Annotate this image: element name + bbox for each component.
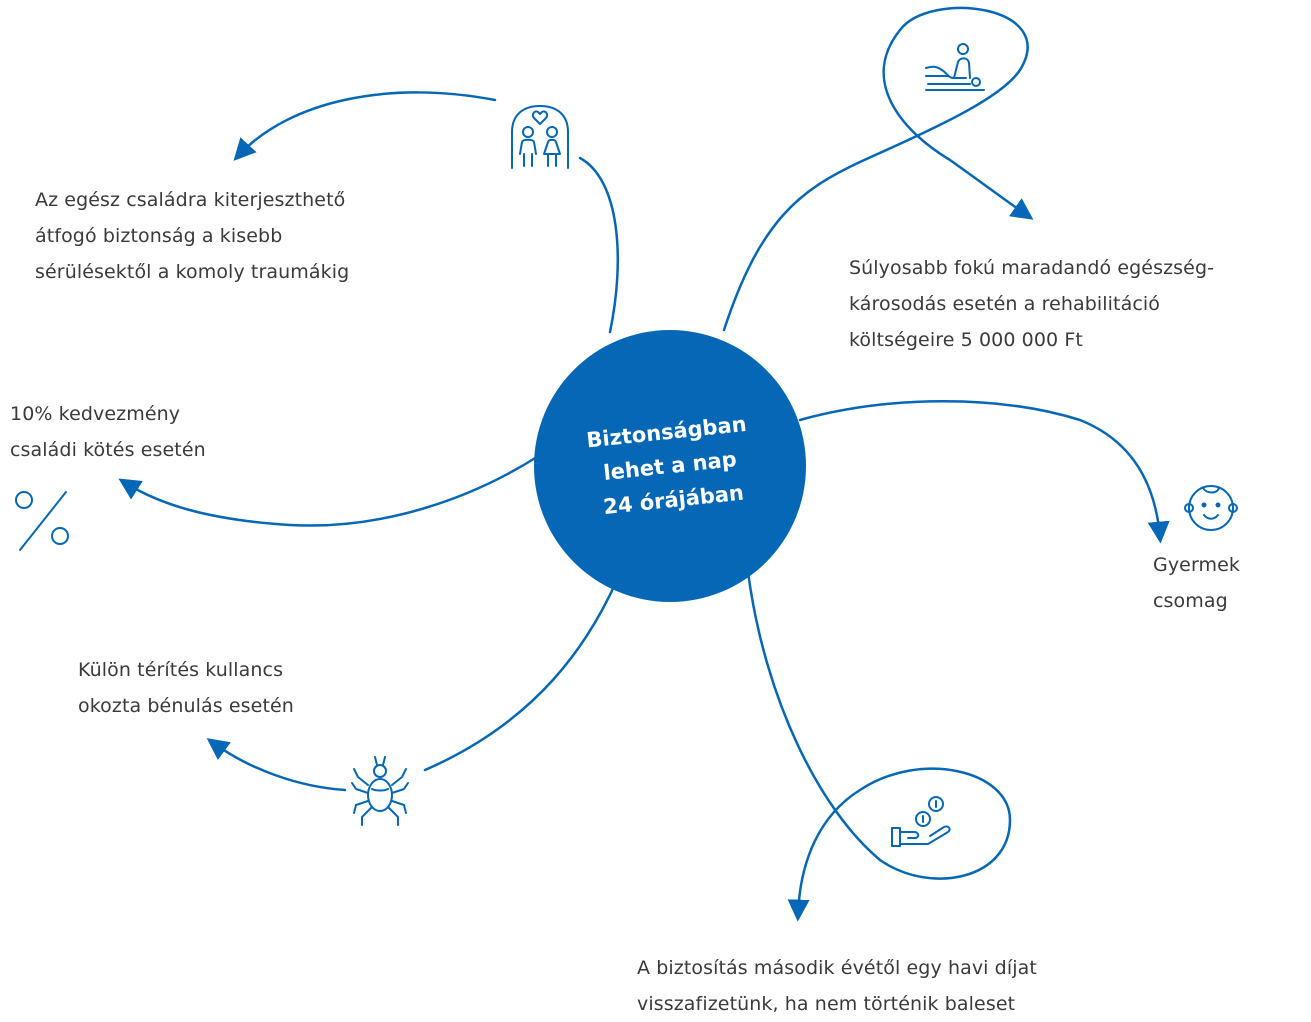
arrow-child bbox=[798, 400, 1170, 544]
caption-rehab: Súlyosabb fokú maradandó egészség- káros… bbox=[849, 257, 1215, 351]
arrow-family bbox=[233, 91, 497, 161]
caption-discount: 10% kedvezmény családi kötés esetén bbox=[10, 403, 206, 461]
arrow-rehab bbox=[722, 6, 1034, 332]
baby-face-icon bbox=[1184, 485, 1238, 531]
caption-tick: Külön térítés kullancs okozta bénulás es… bbox=[78, 659, 294, 717]
percent-icon bbox=[15, 491, 69, 551]
caption-child: Gyermek csomag bbox=[1153, 554, 1241, 612]
family-heart-icon bbox=[511, 105, 569, 169]
caption-refund: A biztosítás második évétől egy havi díj… bbox=[637, 957, 1037, 1015]
arrow-discount bbox=[118, 453, 542, 527]
tick-bug-icon bbox=[351, 756, 409, 826]
arrow-refund bbox=[746, 570, 1012, 922]
center-label: Biztonságban lehet a nap 24 órájában bbox=[521, 317, 820, 616]
center-circle bbox=[534, 330, 806, 602]
connector-tick bbox=[423, 578, 619, 772]
coins-hand-icon bbox=[891, 796, 951, 847]
center-label-text: Biztonságban lehet a nap 24 órájában bbox=[585, 411, 748, 520]
massage-therapy-icon bbox=[925, 43, 985, 91]
connector-family bbox=[578, 156, 620, 334]
caption-family: Az egész családra kiterjeszthető átfogó … bbox=[35, 189, 350, 283]
arrow-tick bbox=[206, 738, 347, 792]
